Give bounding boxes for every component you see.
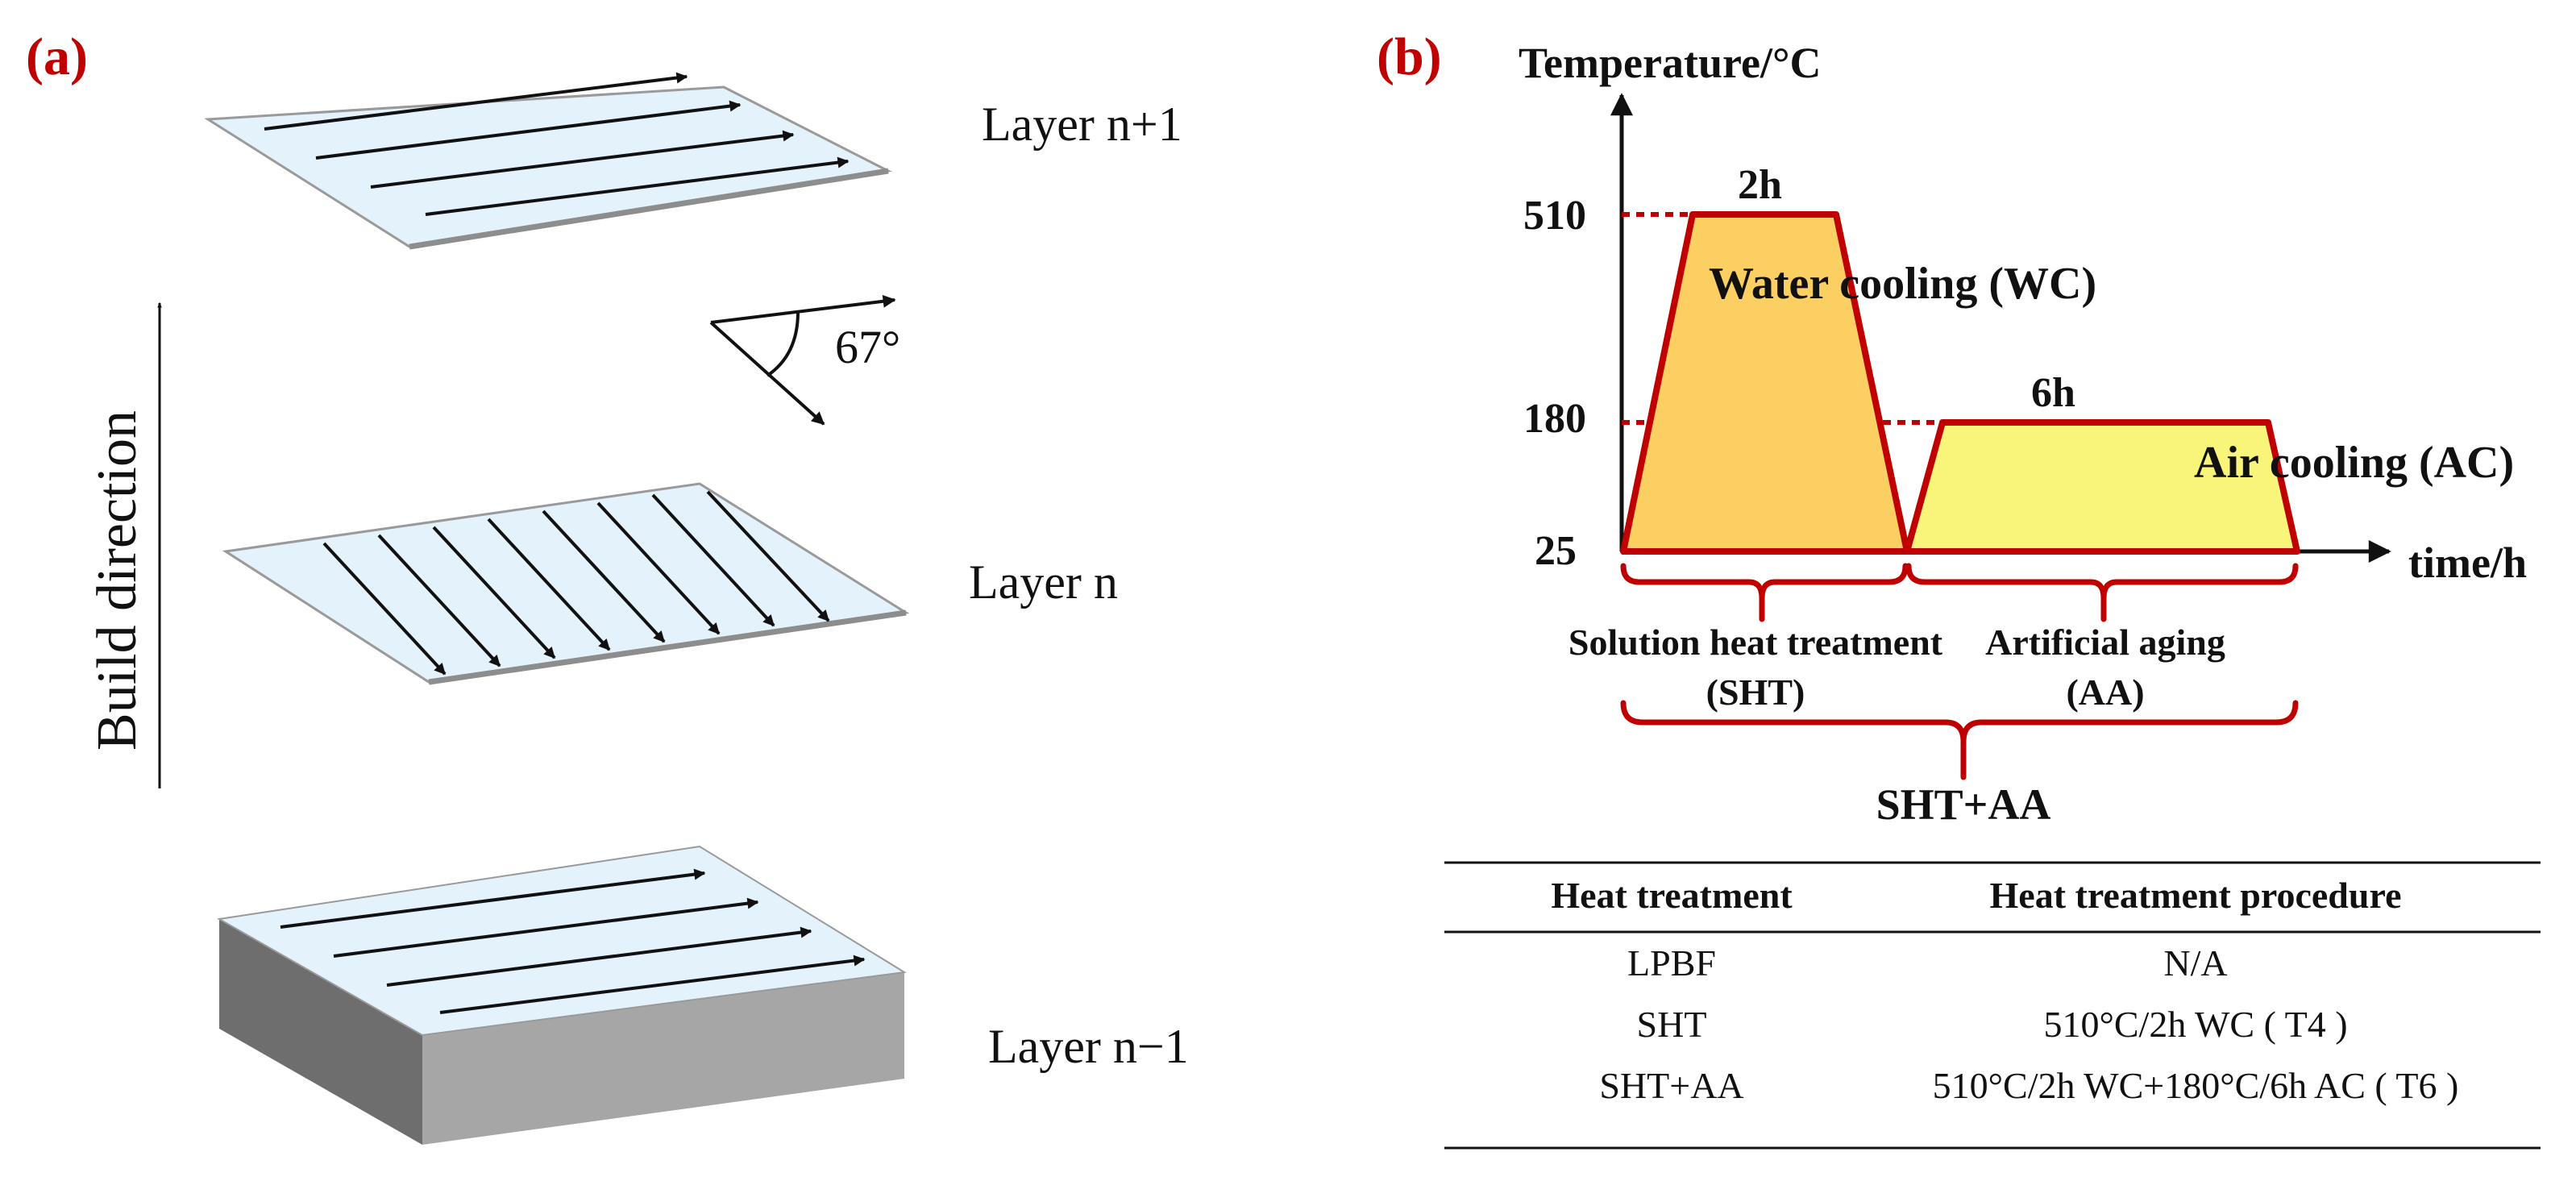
sht-cooling-label: Water cooling (WC)	[1709, 259, 2096, 309]
table-cell: N/A	[2163, 942, 2227, 984]
scan-vector	[542, 509, 666, 643]
layer-n-label: Layer n	[969, 555, 1118, 609]
sht-name-line2: (SHT)	[1706, 672, 1805, 713]
block-front-face	[422, 972, 904, 1145]
scan-vector	[425, 156, 850, 216]
sht-duration: 2h	[1738, 162, 1782, 208]
layer-n-minus-1-surface	[217, 845, 907, 1037]
scan-vector	[315, 100, 742, 160]
scan-vector	[264, 72, 688, 131]
x-axis-label: time/h	[2408, 539, 2527, 587]
scan-vector	[333, 897, 759, 958]
panel-a-label: (a)	[26, 27, 88, 86]
layer-n-minus-1	[217, 845, 907, 1145]
table-row: SHT+AA 510°C/2h WC+180°C/6h AC ( T6 )	[1599, 1065, 2458, 1106]
tick-180: 180	[1523, 396, 1586, 442]
scan-vectors-n-plus-1	[264, 72, 850, 216]
tick-510: 510	[1523, 193, 1586, 239]
scan-vectors-n	[322, 490, 830, 676]
combined-label: SHT+AA	[1876, 780, 2051, 829]
layer-n-minus-1-label: Layer n−1	[988, 1020, 1189, 1073]
scan-vector	[322, 542, 447, 676]
sht-brace	[1620, 563, 1909, 622]
rotation-angle-label: 67°	[835, 321, 900, 373]
block-left-face	[219, 919, 422, 1145]
table-row: LPBF N/A	[1627, 942, 2228, 984]
table-cell: 510°C/2h WC+180°C/6h AC ( T6 )	[1933, 1065, 2459, 1106]
scan-vector	[596, 501, 721, 635]
panel-b-label: (b)	[1377, 27, 1442, 86]
table-cell: 510°C/2h WC ( T4 )	[2043, 1004, 2347, 1045]
layer-n-plus-1-label: Layer n+1	[982, 98, 1182, 151]
sht-name-line1: Solution heat treatment	[1568, 622, 1943, 663]
aa-cooling-label: Air cooling (AC)	[2194, 438, 2514, 488]
layer-n-surface	[222, 482, 910, 684]
build-direction-label: Build direction	[86, 410, 148, 751]
scan-vector	[377, 534, 501, 668]
aa-duration: 6h	[2031, 370, 2075, 416]
scan-vector	[280, 868, 706, 929]
table-cell: SHT	[1637, 1004, 1707, 1045]
table-header-treatment: Heat treatment	[1551, 875, 1793, 916]
table-header-procedure: Heat treatment procedure	[1990, 875, 2402, 916]
table-cell: LPBF	[1627, 942, 1716, 984]
combined-brace	[1620, 700, 2299, 780]
scan-vector	[432, 526, 556, 659]
aa-name-line1: Artificial aging	[1985, 622, 2225, 663]
scan-vector	[370, 130, 795, 189]
scan-vector	[386, 926, 812, 987]
scan-vector	[439, 954, 866, 1014]
layer-n-plus-1	[204, 72, 892, 250]
tick-25: 25	[1535, 528, 1577, 574]
aa-brace	[1905, 563, 2299, 622]
heat-treatment-table: Heat treatment Heat treatment procedure …	[1444, 861, 2541, 1150]
table-cell: SHT+AA	[1599, 1065, 1743, 1106]
layer-n	[222, 482, 910, 685]
aa-name-line2: (AA)	[2066, 672, 2144, 713]
y-axis-label: Temperature/°C	[1519, 39, 1822, 87]
scan-vector	[651, 493, 775, 627]
scan-vector	[487, 518, 611, 651]
rotation-angle-indicator	[709, 294, 896, 426]
scan-vectors-n-minus-1	[280, 868, 866, 1014]
scan-vector	[706, 490, 830, 622]
table-row: SHT 510°C/2h WC ( T4 )	[1637, 1004, 2348, 1045]
